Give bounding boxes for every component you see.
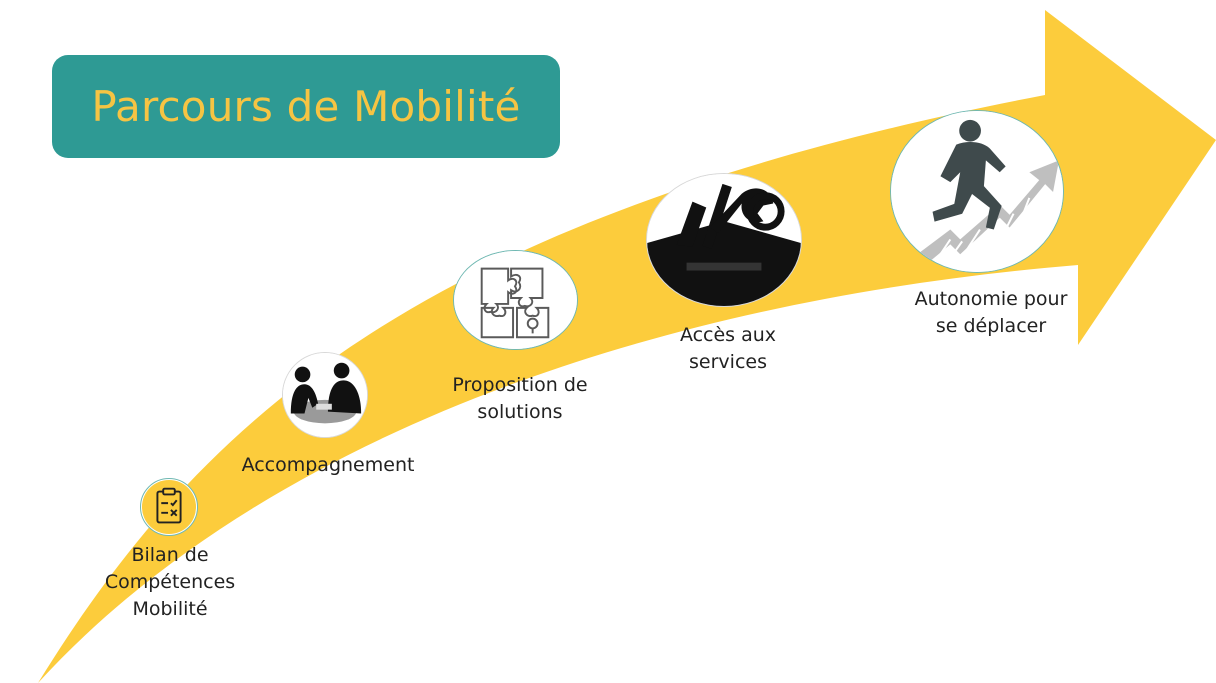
step-label-acces: Accès aux services <box>679 324 777 373</box>
step-label-bilan: Bilan de Compétences Mobilité <box>104 544 236 620</box>
running-man-arrow-icon <box>890 110 1064 273</box>
step-label-proposition: Proposition de solutions <box>452 374 588 423</box>
title-box: Parcours de Mobilité <box>52 55 560 158</box>
toolbox-icon <box>646 173 802 307</box>
page-title: Parcours de Mobilité <box>91 82 521 131</box>
puzzle-pieces-icon <box>453 250 578 350</box>
meeting-people-icon <box>282 352 368 438</box>
step-label-autonomie: Autonomie pour se déplacer <box>914 288 1068 337</box>
clipboard-checklist-icon <box>140 478 198 536</box>
step-label-accompagnement: Accompagnement <box>241 454 415 476</box>
